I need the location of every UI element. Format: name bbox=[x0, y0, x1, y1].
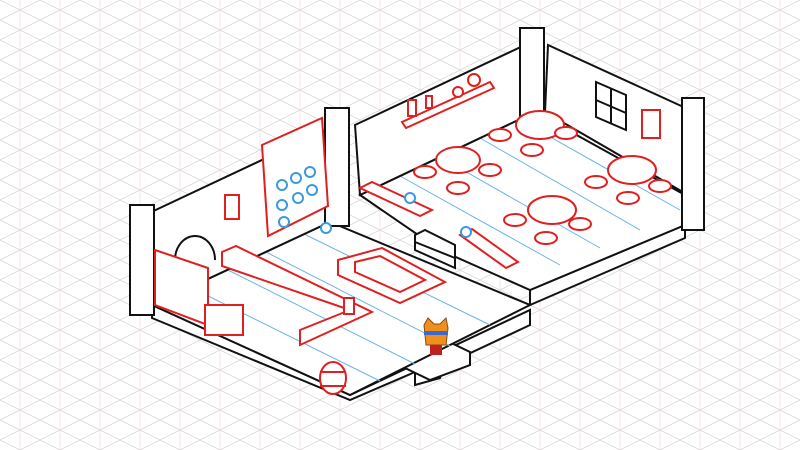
cup-item-icon bbox=[460, 226, 472, 238]
round-table-icon bbox=[607, 155, 657, 185]
shelf-icon bbox=[400, 73, 496, 130]
stool-icon bbox=[478, 163, 502, 177]
dining-furniture bbox=[357, 110, 672, 270]
menu-sign-icon bbox=[343, 297, 355, 315]
stairs bbox=[414, 228, 456, 270]
stool-icon bbox=[534, 231, 558, 245]
round-table-icon bbox=[515, 110, 565, 140]
barrel-icon bbox=[319, 361, 347, 395]
stool-icon bbox=[616, 191, 640, 205]
shelf-items bbox=[276, 166, 332, 234]
stool-icon bbox=[520, 143, 544, 157]
round-table-icon bbox=[435, 146, 481, 174]
stool-icon bbox=[446, 181, 470, 195]
stool-icon bbox=[503, 213, 527, 227]
stool-icon bbox=[568, 217, 592, 231]
stool-icon bbox=[554, 126, 578, 140]
round-table-icon bbox=[527, 195, 577, 225]
stool-icon bbox=[488, 128, 512, 142]
stool-icon bbox=[584, 175, 608, 189]
bench-icon bbox=[357, 180, 435, 218]
wall-pillar-right bbox=[681, 97, 705, 231]
window-icon bbox=[595, 80, 627, 132]
lantern-icon bbox=[224, 194, 240, 220]
stool-icon bbox=[648, 179, 672, 193]
cup-item-icon bbox=[404, 192, 416, 204]
small-table bbox=[204, 304, 244, 336]
fireplace-icon bbox=[174, 235, 216, 261]
wall-sign-icon bbox=[641, 109, 661, 139]
wall-pillar-middle bbox=[324, 107, 350, 227]
counter bbox=[221, 244, 375, 347]
wall-pillar-left bbox=[129, 204, 155, 316]
cat-character-icon[interactable] bbox=[423, 316, 449, 355]
wall-pillar-back bbox=[519, 27, 545, 117]
stool-icon bbox=[413, 165, 437, 179]
